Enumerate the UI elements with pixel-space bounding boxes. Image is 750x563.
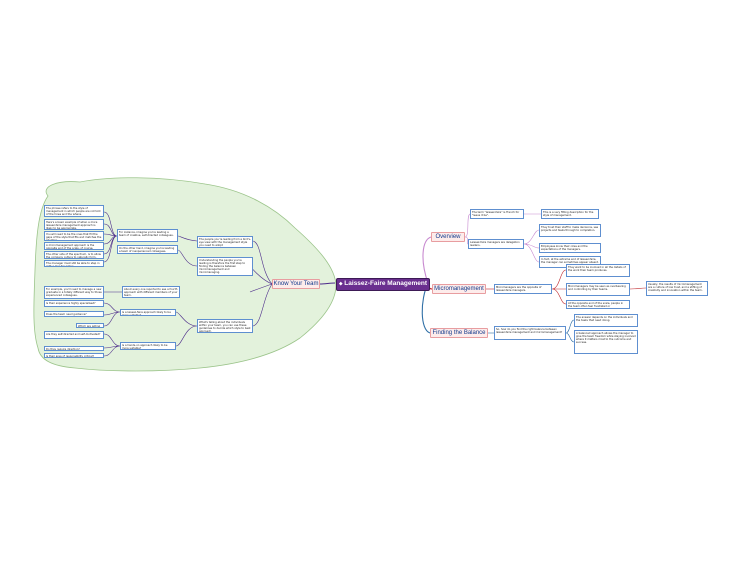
connector-know-sub1 (252, 240, 273, 285)
know-detail-12[interactable]: Do they require direction? (44, 346, 104, 351)
know-mid-4b[interactable]: Is a hands-on approach likely to be more… (120, 342, 176, 350)
connector-overview-details (523, 213, 541, 263)
overview-detail-2[interactable]: They trust their staff to make decisions… (539, 224, 601, 237)
know-mid-4a[interactable]: Is a laissez-faire approach likely to be… (120, 309, 176, 316)
overview-detail-1[interactable]: This is a very fitting description for t… (541, 209, 599, 219)
root-label: Laissez-Faire Management (344, 280, 428, 287)
connector-sub1-mid (177, 235, 198, 242)
connector-root-know (319, 282, 336, 285)
connector-mid4-details (103, 302, 121, 357)
know-sub-4[interactable]: What's telling about the individuals wit… (197, 319, 253, 333)
root-topic[interactable]: ⬥ Laissez-Faire Management (336, 278, 430, 291)
know-sub-3[interactable]: About every one reported to see a fourth… (122, 286, 180, 298)
know-detail-6[interactable]: The manager must still be able to step i… (44, 260, 104, 267)
overview-child-2[interactable]: Laissez-faire managers are delegation le… (468, 239, 524, 249)
connector-root-overview (422, 236, 432, 284)
topic-overview[interactable]: Overview (431, 232, 465, 242)
micro-detail-1[interactable]: They want to be involved in all the deta… (566, 264, 630, 277)
know-detail-5[interactable]: The other side of the spectrum, is to al… (44, 251, 104, 259)
know-sub-1[interactable]: The people you're leading from a bird's-… (197, 236, 253, 248)
know-sub-2[interactable]: Understanding the people you're leading … (197, 257, 253, 276)
micro-detail-3[interactable]: At the opposite end of the scale, people… (566, 300, 630, 309)
know-detail-1[interactable]: The phrase refers to the style of manage… (44, 205, 104, 217)
connector-micro-details (551, 269, 567, 305)
know-detail-11[interactable]: Are they self-directed and self-motivate… (44, 331, 104, 339)
know-detail-2[interactable]: Here's a basic example of when a more la… (44, 219, 104, 230)
topic-know-your-team[interactable]: Know Your Team (272, 279, 320, 289)
micro-note[interactable]: Usually, the results of micromanagement … (646, 281, 708, 296)
connector-sub4-mids (175, 311, 198, 347)
know-detail-13[interactable]: Is their area of responsibility critical… (44, 353, 104, 358)
connector-overview-children (464, 213, 471, 245)
connector-balance-details (565, 319, 575, 343)
connectors (103, 211, 647, 357)
balance-child-1[interactable]: So, how do you find the right balance be… (494, 326, 566, 340)
balance-detail-2[interactable]: A balanced approach allows the manager t… (574, 330, 638, 354)
topic-micromanagement[interactable]: Micromanagement (432, 284, 486, 294)
connector-mid-details (103, 211, 118, 263)
know-detail-7[interactable]: For example, you'll need to manage a new… (44, 286, 104, 299)
link-icon: ⬥ (338, 281, 343, 287)
balance-detail-1[interactable]: The answer depends on the individuals an… (574, 314, 638, 327)
overview-detail-3[interactable]: Employees know their roles and the expec… (539, 243, 601, 253)
connector-know-sub3 (249, 283, 273, 293)
micro-detail-2[interactable]: Micromanagers may be seen as overbearing… (566, 283, 630, 296)
overview-child-1[interactable]: The term "laissez-faire" is French for "… (470, 209, 524, 219)
connector-micro-note (629, 287, 647, 290)
know-mid-2[interactable]: On the other hand, imagine you're leadin… (117, 245, 178, 254)
topic-finding-the-balance[interactable]: Finding the Balance (430, 328, 488, 338)
know-detail-8[interactable]: Is their experience highly specialised? (44, 300, 104, 307)
know-mid-1[interactable]: For instance, imagine you're leading a t… (117, 229, 178, 242)
know-detail-9[interactable]: Does the team need guidance? (44, 311, 104, 317)
connector-know-sub4 (252, 283, 273, 327)
connector-sub2-mid (177, 249, 198, 267)
know-detail-10[interactable]: Which are willing to accept risk? (76, 323, 104, 328)
know-detail-3[interactable]: You will need to be the ones that fill t… (44, 231, 104, 241)
micro-child-1[interactable]: Micromanagers are the opposite of laisse… (494, 284, 552, 294)
know-detail-4[interactable]: A micromanagement approach is the opposi… (44, 242, 104, 250)
